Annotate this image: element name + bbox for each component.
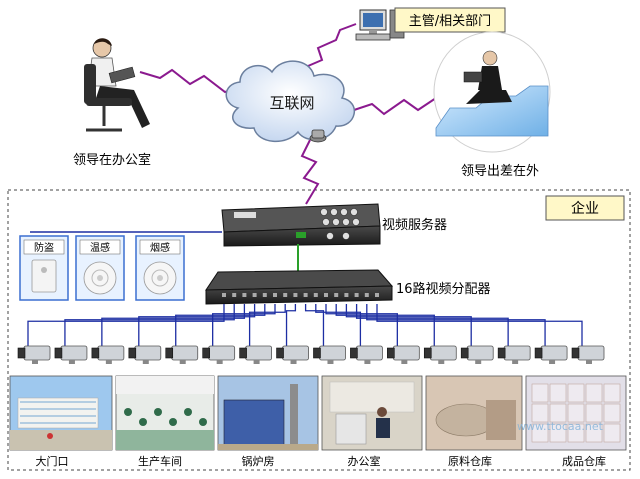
camera-cable [248,304,286,346]
photo-gate [9,375,113,451]
camera-icon [165,345,199,364]
distributor-port [242,293,247,297]
camera-cable [345,304,472,346]
camera-cable [315,304,362,346]
distributor-port [262,293,267,297]
camera-cable [212,304,276,346]
camera-icon [202,345,236,364]
camera-icon [423,345,457,364]
sensor-temperature: 温感 [75,235,125,301]
camera-icon [387,345,420,364]
distributor-port [375,293,379,297]
photo-label-raw-warehouse: 原料仓库 [448,454,492,468]
enterprise-label-text: 企业 [571,200,599,217]
photo-raw-warehouse [425,375,523,451]
distributor-port [303,293,308,297]
distributor-port [273,293,277,297]
camera-icon [239,345,273,364]
burglar-sensor-icon [31,259,57,293]
wireless-link-office [139,68,241,94]
camera-icon [54,345,88,364]
photo-label-office: 办公室 [348,454,381,468]
manager-dept-label: 主管/相关部门 [394,7,506,33]
photo-workshop [115,375,215,451]
sensor-label-temperature: 温感 [90,241,110,254]
camera-cable [304,304,325,346]
photo-label-boiler: 锅炉房 [242,455,275,468]
leader-travel-label: 领导出差在外 [461,164,539,179]
enterprise-label: 企业 [545,195,625,221]
camera-cable [138,304,256,346]
sensor-smoke: 烟感 [135,235,185,301]
camera-cable [366,304,546,346]
camera-icon [350,345,383,364]
internet-cloud: 互联网 [225,60,356,142]
leader-office-label: 领导在办公室 [73,152,151,168]
distributor-port [344,293,349,297]
photo-label-product-warehouse: 成品仓库 [562,454,606,468]
camera-icon [313,345,346,364]
leader-office-icon [84,38,150,132]
manager-dept-text: 主管/相关部门 [409,14,491,29]
camera-cable [101,304,246,346]
camera-cable [335,304,435,346]
video-server-device [221,203,381,247]
watermark-text: www.ttocaa.net [517,420,604,433]
distributor-port [293,293,298,297]
internet-label: 互联网 [269,94,314,112]
distributor-port [334,293,339,297]
network-node-icon [309,129,327,143]
wireless-link-enterprise [300,139,320,205]
camera-cable [285,304,297,346]
enterprise-boundary [7,189,631,471]
photo-product-warehouse [525,375,627,451]
camera-cable [175,304,266,346]
video-distributor-label: 16路视频分配器 [396,281,491,297]
camera-icon [276,345,309,364]
photo-label-gate: 大门口 [36,454,69,468]
camera-icon [571,345,605,364]
distributor-port [222,293,226,297]
camera-icon [128,345,162,364]
video-server-label: 视频服务器 [382,217,447,233]
sensor-label-burglar: 防盗 [34,241,54,254]
camera-icon [497,345,531,364]
camera-icon [17,345,51,364]
camera-cable [64,304,235,346]
distributor-port [252,293,257,297]
photo-office [321,375,423,451]
distributor-port [232,293,237,297]
location-photo-group: 大门口 生产车间 锅炉房 办公室 原料仓库 成品仓库 www.ttocaa.net [9,375,627,468]
camera-cable [325,304,398,346]
camera-icon [91,345,125,364]
photo-boiler [217,375,319,451]
photo-label-workshop: 生产车间 [138,454,182,468]
camera-cable [376,304,583,346]
camera-cable [355,304,509,346]
distributor-port [313,293,318,297]
wireless-link-travel [353,97,437,116]
leader-travel-icon [433,31,551,153]
camera-group [17,345,605,364]
camera-icon [460,345,494,364]
sensor-label-smoke: 烟感 [150,241,170,254]
camera-icon [534,345,568,364]
distributor-port [324,293,328,297]
camera-cable-group [27,304,583,346]
sensor-burglar: 防盗 [19,235,69,301]
distributor-port [283,293,288,297]
video-distributor-device [205,269,394,305]
camera-cable [27,304,225,346]
sensor-group: 防盗 温感 烟感 [19,235,185,301]
distributor-port [354,293,359,297]
distributor-port [364,293,369,297]
